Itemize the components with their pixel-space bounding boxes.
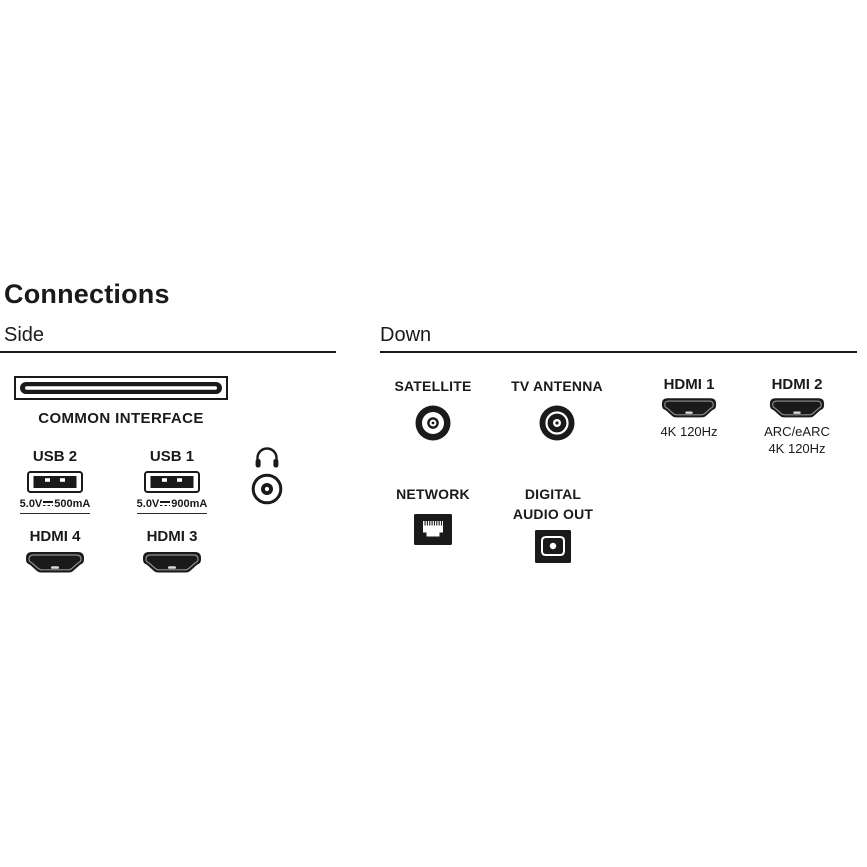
- usb2-volt: 5.0V: [19, 498, 43, 511]
- hdmi4-label: HDMI 4: [29, 528, 81, 545]
- usb2-power-spec: 5.0V 500mA: [19, 498, 91, 515]
- hdmi3-port: HDMI 3: [134, 528, 210, 575]
- usb1-amp: 900mA: [171, 498, 208, 511]
- hdmi-port-icon: [26, 552, 84, 573]
- digital-audio-out-port: DIGITAL AUDIO OUT: [498, 484, 608, 564]
- section-heading-down: Down: [380, 324, 432, 346]
- ethernet-port-icon: [414, 514, 452, 546]
- audio-jack-icon: [251, 473, 283, 505]
- hdmi2-spec-line2: 4K 120Hz: [768, 440, 826, 456]
- hdmi2-spec-line1: ARC/eARC: [764, 424, 830, 440]
- antenna-connector-icon: [539, 405, 575, 441]
- usb1-power-spec: 5.0V 900mA: [136, 498, 208, 515]
- hdmi1-label: HDMI 1: [663, 376, 715, 393]
- dc-symbol-icon: [160, 500, 171, 507]
- usb-port-icon: [27, 471, 83, 494]
- tv-antenna-port: TV ANTENNA: [507, 376, 607, 442]
- hdmi3-label: HDMI 3: [146, 528, 198, 545]
- usb1-port: USB 1 5.0V 900mA: [134, 448, 210, 515]
- satellite-port: SATELLITE: [383, 376, 483, 442]
- hdmi-port-icon: [143, 552, 201, 573]
- usb-port-icon: [144, 471, 200, 494]
- satellite-label: SATELLITE: [394, 378, 472, 394]
- digital-audio-label-line1: DIGITAL: [524, 486, 582, 502]
- usb2-port: USB 2 5.0V 500mA: [17, 448, 93, 515]
- section-heading-side: Side: [4, 324, 45, 346]
- usb2-label: USB 2: [32, 448, 78, 465]
- hdmi-port-icon: [661, 398, 717, 418]
- usb2-amp: 500mA: [54, 498, 91, 511]
- optical-audio-port-icon: [535, 529, 571, 563]
- hdmi2-label: HDMI 2: [771, 376, 823, 393]
- headphones-icon: [255, 447, 279, 468]
- common-interface-slot-icon: [14, 376, 228, 400]
- headphones-port: [250, 446, 284, 505]
- common-interface-label: COMMON INTERFACE: [38, 410, 204, 427]
- network-label: NETWORK: [396, 486, 470, 502]
- hdmi1-spec: 4K 120Hz: [660, 424, 718, 440]
- hdmi2-port: HDMI 2 ARC/eARC 4K 120Hz: [752, 376, 842, 457]
- page-title: Connections: [4, 279, 170, 309]
- digital-audio-label-line2: AUDIO OUT: [512, 506, 594, 523]
- hdmi-port-icon: [769, 398, 825, 418]
- down-section-divider: [380, 351, 857, 353]
- hdmi4-port: HDMI 4: [17, 528, 93, 575]
- usb1-label: USB 1: [149, 448, 195, 465]
- usb1-volt: 5.0V: [136, 498, 160, 511]
- side-section-divider: [0, 351, 336, 353]
- satellite-connector-icon: [415, 405, 451, 441]
- hdmi1-port: HDMI 1 4K 120Hz: [649, 376, 729, 441]
- dc-symbol-icon: [43, 500, 54, 507]
- common-interface-port: COMMON INTERFACE: [14, 376, 228, 427]
- tv-antenna-label: TV ANTENNA: [511, 378, 603, 394]
- network-port: NETWORK: [393, 484, 473, 547]
